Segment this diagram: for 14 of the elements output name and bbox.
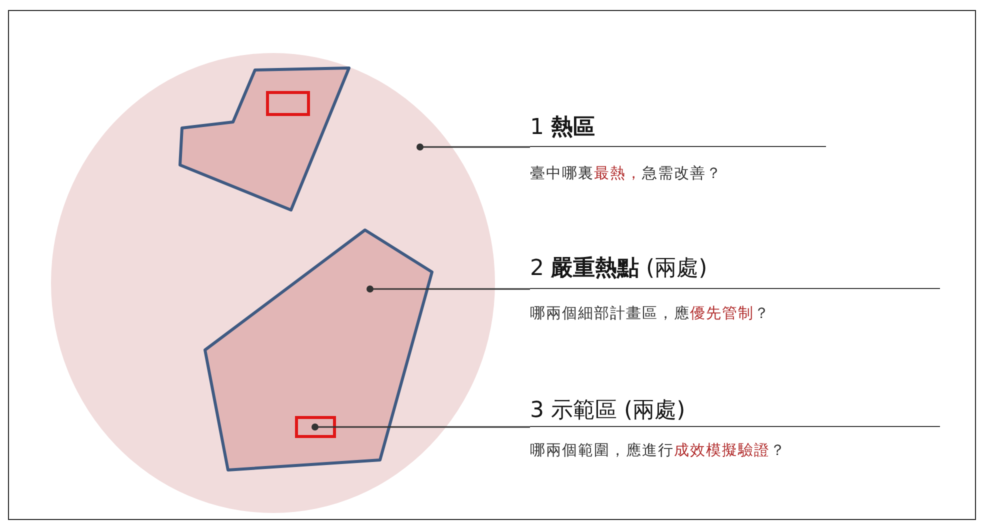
marker-rect xyxy=(266,91,310,116)
question-text: 哪兩個細部計畫區，應優先管制？ xyxy=(530,303,771,324)
question-text: 臺中哪裏最熱，急需改善？ xyxy=(530,163,723,184)
district-polygon xyxy=(202,228,435,473)
leader-line xyxy=(416,144,530,150)
section-heading: 2 嚴重熱點 (兩處) xyxy=(530,255,708,283)
leader-line xyxy=(366,286,530,292)
marker-rect xyxy=(295,416,336,438)
zone-ellipse xyxy=(51,53,495,513)
section-heading: 1 熱區 xyxy=(530,114,596,142)
section-heading: 3 示範區 (兩處) xyxy=(530,397,686,425)
district-polygon xyxy=(178,66,352,213)
leader-line xyxy=(312,424,530,430)
question-text: 哪兩個範圍，應進行成效模擬驗證？ xyxy=(530,440,787,461)
